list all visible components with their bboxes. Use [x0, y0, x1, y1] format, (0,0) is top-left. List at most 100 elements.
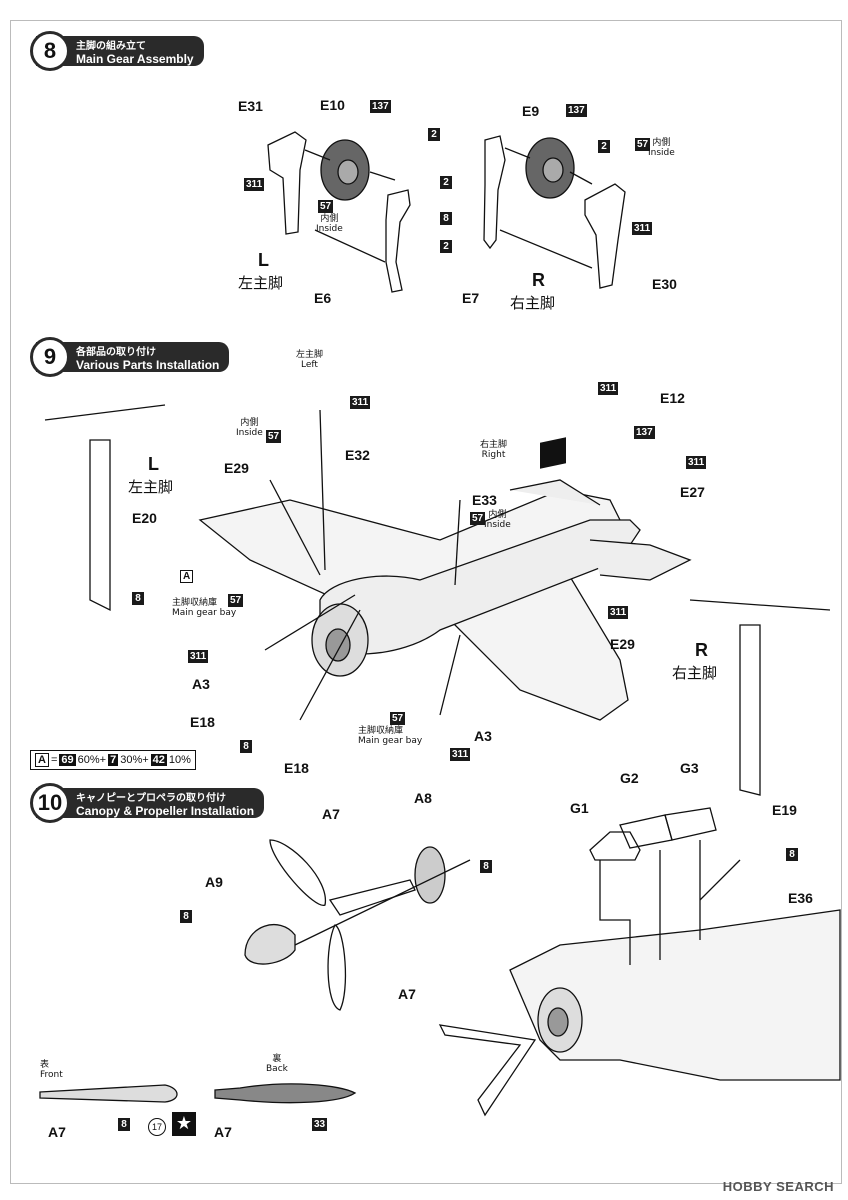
color-chip: 57 — [635, 138, 651, 151]
color-chip: 8 — [786, 848, 798, 861]
color-chip: 7 — [108, 754, 119, 766]
step-number: 9 — [30, 337, 70, 377]
side-label: L — [148, 454, 159, 474]
part-label: A8 — [414, 790, 432, 806]
part-label: E36 — [788, 890, 813, 906]
step-title-en: Canopy & Propeller Installation — [76, 803, 255, 818]
color-chip: 57 — [390, 712, 406, 725]
canopy-g3 — [664, 807, 717, 841]
part-label: E9 — [522, 103, 540, 119]
part-label: E32 — [345, 447, 370, 463]
color-chip: 57 — [228, 594, 244, 607]
star-icon: ★ — [172, 1112, 196, 1136]
part-label: E27 — [680, 484, 705, 500]
part-label: E30 — [652, 276, 677, 292]
color-chip: 57 — [266, 430, 282, 443]
propeller-blade-top — [269, 839, 326, 906]
color-chip: 42 — [150, 754, 167, 766]
color-chip: 33 — [312, 1118, 328, 1131]
color-chip-circle: 17 — [148, 1118, 166, 1136]
color-chip: 57 — [318, 200, 334, 213]
mix-percent: 60%+ — [77, 754, 107, 766]
color-chip: A — [180, 570, 194, 583]
part-label: E12 — [660, 390, 685, 406]
gear-detail-left — [44, 404, 166, 612]
part-label: E29 — [610, 636, 635, 652]
color-chip: 137 — [370, 100, 391, 113]
color-chip: 8 — [440, 212, 452, 225]
color-chip: 2 — [440, 176, 452, 189]
prop-front-blades — [438, 1024, 537, 1117]
part-label: A3 — [192, 676, 210, 692]
color-chip: 8 — [480, 860, 492, 873]
color-chip: 311 — [632, 222, 653, 235]
color-chip: 2 — [598, 140, 610, 153]
part-label: A7 — [322, 806, 340, 822]
step-title-jp: キャノピーとプロペラの取り付け — [76, 792, 226, 804]
color-chip: 311 — [350, 396, 371, 409]
side-label: L — [258, 250, 269, 270]
paint-mix-formula: A = 69 60%+ 7 30%+ 42 10% — [30, 750, 196, 770]
part-label: E29 — [224, 460, 249, 476]
step-number: 8 — [30, 31, 70, 71]
part-label: E7 — [462, 290, 480, 306]
part-label: E18 — [284, 760, 309, 776]
color-chip: 311 — [598, 382, 619, 395]
part-label: A7 — [214, 1124, 232, 1140]
propeller-blade-bottom — [327, 924, 347, 1011]
color-chip: 137 — [634, 426, 655, 439]
color-chip: 57 — [470, 512, 486, 525]
page-frame — [10, 20, 842, 1184]
step-title-jp: 主脚の組み立て — [76, 40, 146, 52]
side-label-jp: 左主脚 — [238, 274, 284, 292]
step-title-jp: 各部品の取り付け — [76, 346, 156, 358]
mix-label: A — [35, 753, 49, 767]
part-label: G3 — [680, 760, 699, 776]
canopy-g1 — [589, 831, 641, 861]
color-chip: 8 — [118, 1118, 130, 1131]
step-title-en: Main Gear Assembly — [76, 51, 194, 66]
side-label-jp: 左主脚 — [128, 478, 174, 496]
side-label: R — [695, 640, 708, 660]
color-chip: 311 — [608, 606, 629, 619]
e6-strut-left — [385, 189, 411, 293]
part-label: A9 — [205, 874, 223, 890]
propeller-hub — [414, 846, 446, 904]
part-label: A7 — [398, 986, 416, 1002]
color-chip: 137 — [566, 104, 587, 117]
part-label: A7 — [48, 1124, 66, 1140]
part-label: G1 — [570, 800, 589, 816]
prop-front-view — [39, 1084, 178, 1103]
part-label: E6 — [314, 290, 332, 306]
part-label: E19 — [772, 802, 797, 818]
color-chip: 8 — [180, 910, 192, 923]
part-label: E10 — [320, 97, 345, 113]
step-title-en: Various Parts Installation — [76, 357, 220, 372]
prop-back-view — [214, 1083, 357, 1104]
color-chip: 311 — [244, 178, 265, 191]
side-label-jp: 右主脚 — [510, 294, 556, 312]
color-chip: 8 — [240, 740, 252, 753]
mix-percent: 10% — [168, 754, 191, 766]
spinner-a9 — [244, 924, 296, 965]
side-label-jp: 右主脚 — [672, 664, 718, 682]
part-label: G2 — [620, 770, 639, 786]
e30-gear-cover-right — [584, 183, 626, 289]
gear-detail-right — [689, 599, 831, 796]
color-chip: 69 — [59, 754, 76, 766]
propeller-blade-long — [328, 879, 416, 916]
mix-eq: = — [50, 754, 58, 766]
decal-marker-icon — [540, 437, 566, 469]
part-label: A3 — [474, 728, 492, 744]
